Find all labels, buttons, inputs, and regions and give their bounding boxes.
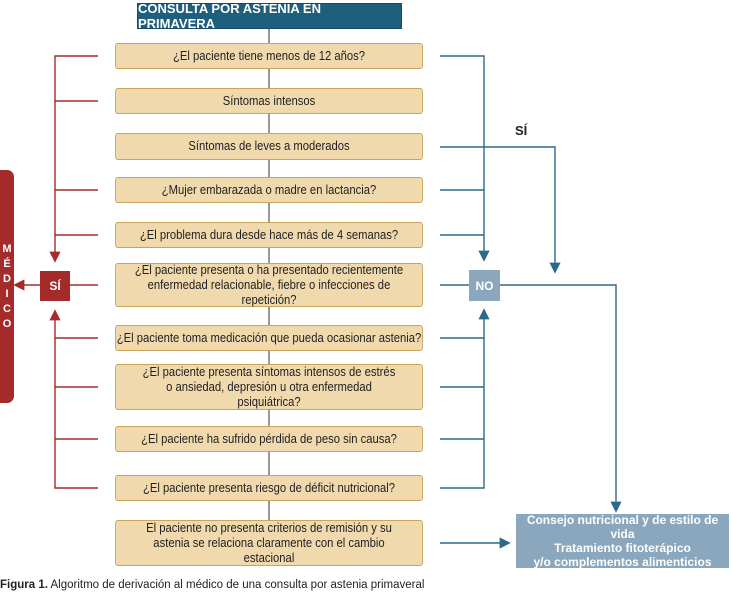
question-duration: ¿El problema dura desde hace más de 4 se… — [115, 222, 423, 248]
si-branch-label: SÍ — [515, 123, 528, 138]
question-nutritional-risk: ¿El paciente presenta riesgo de déficit … — [115, 475, 423, 501]
conclusion-seasonal: El paciente no presenta criterios de rem… — [115, 520, 423, 566]
no-node: NO — [469, 270, 500, 301]
result-line-2: Tratamiento fitoterápico — [554, 541, 691, 555]
question-weight-loss: ¿El paciente ha sufrido pérdida de peso … — [115, 426, 423, 452]
result-box: Consejo nutricional y de estilo de vida … — [516, 513, 729, 569]
medico-letter: I — [5, 287, 9, 300]
medico-letter: C — [3, 302, 11, 315]
figure-caption: Figura 1. Algoritmo de derivación al méd… — [0, 579, 424, 591]
flowchart-title: CONSULTA POR ASTENIA EN PRIMAVERA — [137, 1, 402, 31]
question-stress: ¿El paciente presenta síntomas intensos … — [115, 364, 423, 410]
medico-letter: É — [3, 257, 11, 270]
question-disease: ¿El paciente presenta o ha presentado re… — [115, 263, 423, 307]
question-mild-symptoms: Síntomas de leves a moderados — [115, 133, 423, 160]
medico-letter: D — [3, 272, 11, 285]
question-medication: ¿El paciente toma medicación que pueda o… — [115, 325, 423, 351]
question-pregnancy: ¿Mujer embarazada o madre en lactancia? — [115, 177, 423, 203]
question-age: ¿El paciente tiene menos de 12 años? — [115, 43, 423, 69]
caption-text: Algoritmo de derivación al médico de una… — [47, 579, 425, 591]
result-line-3: y/o complementos alimenticios — [533, 555, 712, 569]
si-node: SÍ — [40, 271, 70, 301]
result-line-1: Consejo nutricional y de estilo de vida — [526, 513, 719, 541]
medico-letter: O — [2, 317, 12, 330]
medico-letter: M — [2, 242, 12, 255]
question-intense-symptoms: Síntomas intensos — [115, 88, 423, 114]
caption-prefix: Figura 1. — [0, 579, 48, 591]
